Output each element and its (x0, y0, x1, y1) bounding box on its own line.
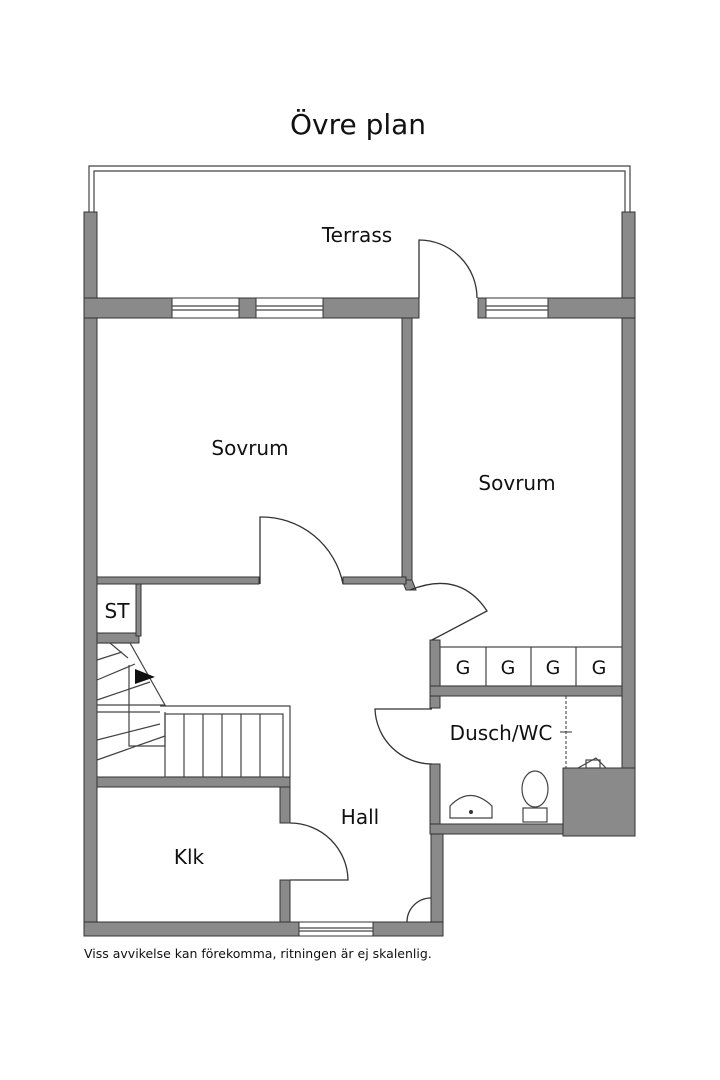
wardrobes (439, 646, 623, 687)
room-label-bedroom-left: Sovrum (211, 436, 288, 460)
bathroom-door (374, 708, 433, 765)
stair-direction-arrow-icon (135, 669, 155, 684)
staircase (96, 642, 291, 778)
room-label-terrace: Terrass (321, 223, 392, 247)
wardrobe-label: G (546, 657, 561, 679)
wardrobe-label: G (501, 657, 516, 679)
windows (171, 297, 549, 937)
closet-door (289, 822, 349, 881)
wardrobe-label: G (592, 657, 607, 679)
hall-corner-arc (406, 897, 432, 923)
plan-title: Övre plan (289, 108, 427, 141)
sink-icon (449, 794, 493, 819)
bathroom-fixtures (449, 696, 607, 823)
room-label-bedroom-right: Sovrum (478, 471, 555, 495)
toilet-bowl-icon (521, 770, 549, 808)
room-label-storage: ST (105, 599, 131, 623)
window-3 (485, 297, 549, 319)
room-label-closet: Klk (174, 845, 205, 869)
terrace-railing (88, 165, 631, 212)
window-4 (298, 921, 374, 937)
doors (259, 239, 488, 923)
window-1 (171, 297, 240, 319)
window-2 (255, 297, 324, 319)
room-label-hall: Hall (341, 805, 379, 829)
room-label-shower-wc: Dusch/WC (450, 721, 553, 745)
toilet-tank-icon (522, 807, 548, 823)
disclaimer-note: Viss avvikelse kan förekomma, ritningen … (84, 946, 432, 961)
bedroom-right-door (409, 582, 488, 641)
bedroom-left-door (259, 516, 344, 585)
terrace-door (418, 239, 478, 299)
wardrobe-label: G (456, 657, 471, 679)
walls (83, 211, 636, 937)
